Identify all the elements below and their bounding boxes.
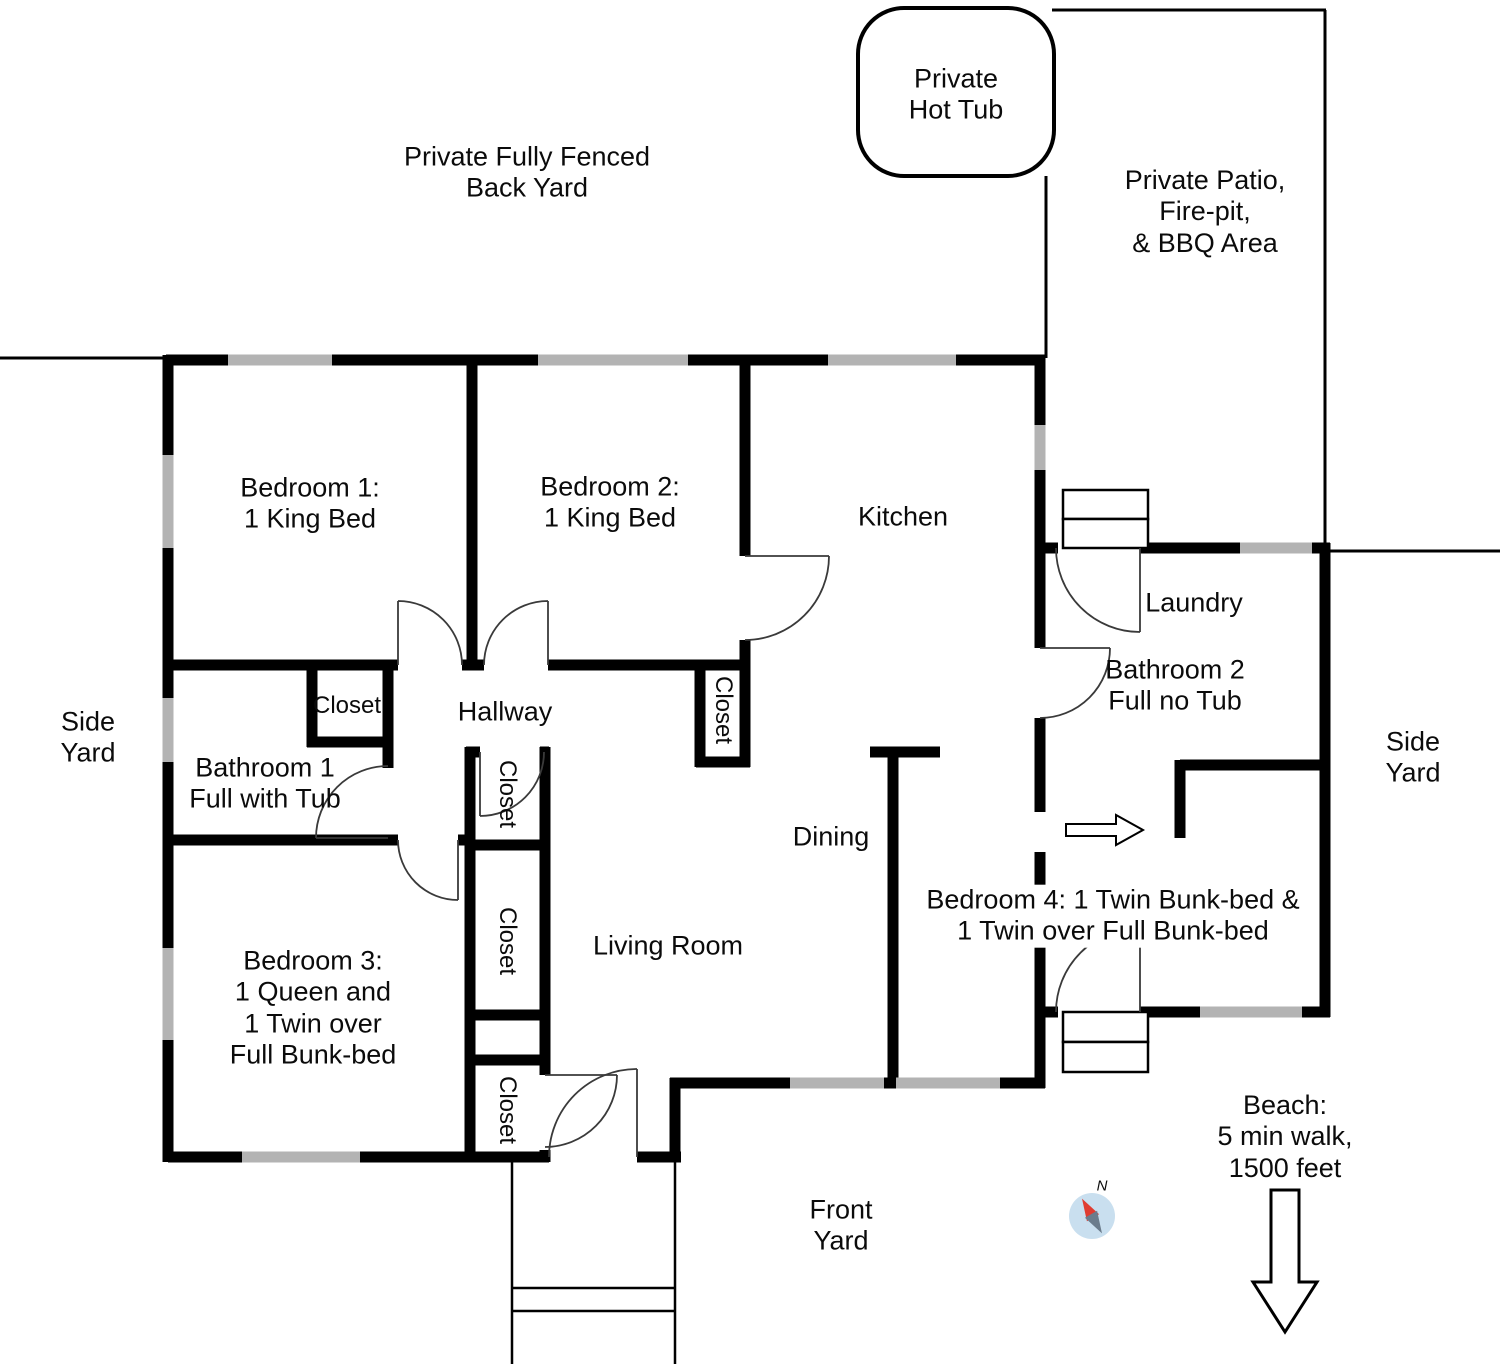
label-hallway: Hallway (457, 696, 553, 727)
label-bathroom1: Bathroom 1 Full with Tub (189, 752, 341, 814)
label-compass-north: N (1096, 1177, 1108, 1195)
windows (162, 354, 1312, 1163)
label-bedroom1: Bedroom 1: 1 King Bed (240, 472, 380, 534)
label-closet-1: Closet (312, 692, 382, 720)
label-bathroom2: Bathroom 2 Full no Tub (1105, 654, 1245, 716)
label-closet-3: Closet (494, 759, 521, 829)
door-landing-steps (1061, 488, 1150, 1074)
label-closet-5: Closet (494, 1075, 521, 1145)
label-side-yard-left: Side Yard (60, 706, 116, 768)
label-dining: Dining (792, 821, 870, 852)
front-steps (510, 1162, 677, 1364)
fence-lines (0, 8, 1500, 553)
label-laundry: Laundry (1145, 587, 1243, 618)
label-front-yard: Front Yard (809, 1194, 873, 1256)
label-bedroom2: Bedroom 2: 1 King Bed (540, 471, 680, 533)
compass-icon (1069, 1193, 1115, 1239)
label-patio: Private Patio, Fire-pit, & BBQ Area (1124, 165, 1286, 258)
label-closet-2: Closet (710, 675, 737, 745)
beach-arrow-icon (1250, 1188, 1320, 1335)
label-hot-tub: Private Hot Tub (908, 63, 1004, 125)
label-side-yard-right: Side Yard (1385, 726, 1441, 788)
hot-tub-shape (856, 6, 1056, 178)
label-beach: Beach: 5 min walk, 1500 feet (1217, 1090, 1353, 1183)
label-closet-4: Closet (494, 906, 521, 976)
label-back-yard: Private Fully Fenced Back Yard (403, 141, 651, 203)
entry-arrow-icon (1065, 813, 1146, 847)
label-kitchen: Kitchen (857, 501, 949, 532)
label-living-room: Living Room (592, 930, 744, 961)
label-bedroom4: Bedroom 4: 1 Twin Bunk-bed & 1 Twin over… (920, 884, 1306, 948)
door-swings (315, 547, 1141, 1158)
label-bedroom3: Bedroom 3: 1 Queen and 1 Twin over Full … (229, 945, 397, 1070)
